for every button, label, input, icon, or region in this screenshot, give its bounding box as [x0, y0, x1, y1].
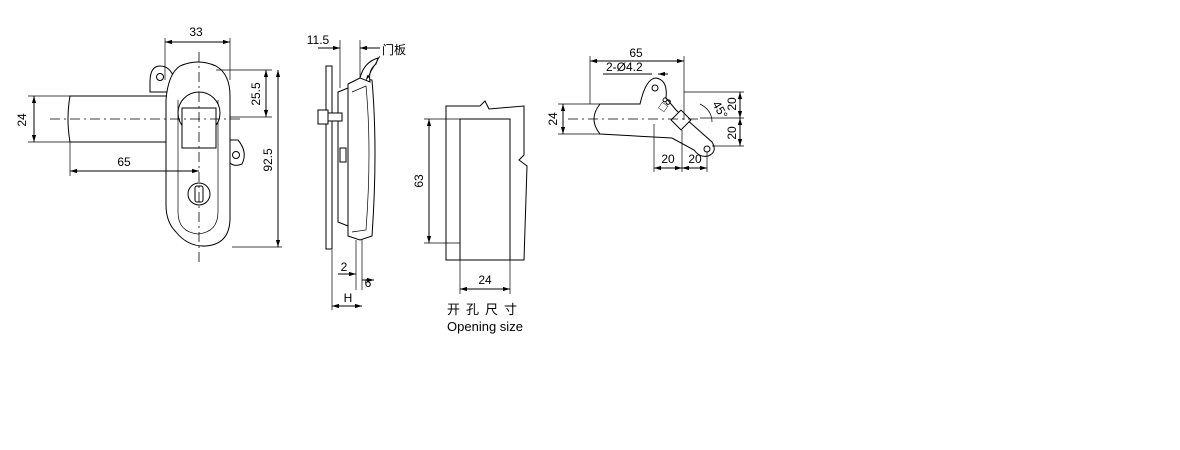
hole-4-2	[651, 84, 659, 92]
latch-tab	[339, 147, 347, 163]
handle-profile	[359, 57, 379, 83]
dim-hub-offset-25-5: 25.5	[249, 82, 263, 106]
dim-opening-width-24: 24	[478, 273, 492, 287]
square-shaft-8	[670, 109, 692, 131]
dim-arm-height-24: 24	[15, 113, 29, 127]
dim-bottom-20-right: 20	[688, 152, 702, 166]
dim-right-20-bottom: 20	[725, 126, 739, 140]
dim-depth-11-5: 11.5	[307, 33, 330, 47]
opening-caption-en: Opening size	[447, 319, 523, 334]
door-panel-label: 门板	[382, 42, 406, 57]
dim-width-33: 33	[189, 25, 203, 39]
cam-view: 65 2-Ø4.2 □8 45° 24 20 20 20 20	[546, 46, 744, 172]
bottom-mounting-hole	[232, 151, 240, 159]
top-mounting-hole	[156, 73, 164, 81]
housing-profile	[347, 77, 376, 241]
dim-plate-2: 2	[341, 260, 348, 274]
dim-h: H	[344, 291, 353, 305]
dim-right-20-top: 20	[725, 97, 739, 111]
opening-cutout	[459, 118, 511, 261]
opening-view: 63 24 开孔尺寸 Opening size	[412, 100, 528, 334]
front-view: 33 24 65 25.5 92.5	[15, 25, 282, 266]
dim-height-92-5: 92.5	[261, 148, 275, 172]
hole-4-2-second	[703, 145, 711, 153]
dim-arm-length-65: 65	[117, 155, 131, 169]
door-panel	[325, 65, 333, 250]
dim-gap-6: 6	[365, 276, 372, 290]
dim-opening-height-63: 63	[412, 174, 426, 188]
lock-body	[165, 61, 231, 247]
dim-cam-length-65: 65	[629, 46, 643, 60]
shaft-nut	[317, 109, 329, 125]
dim-holes: 2-Ø4.2	[606, 60, 643, 74]
opening-caption-cn: 开孔尺寸	[447, 302, 523, 317]
dim-bottom-20-left: 20	[661, 152, 675, 166]
side-view: 门板 11.5 2 6 H	[307, 33, 406, 310]
lock-body-recess	[177, 100, 219, 235]
shaft	[327, 112, 343, 122]
dim-cam-height-24: 24	[546, 112, 560, 126]
